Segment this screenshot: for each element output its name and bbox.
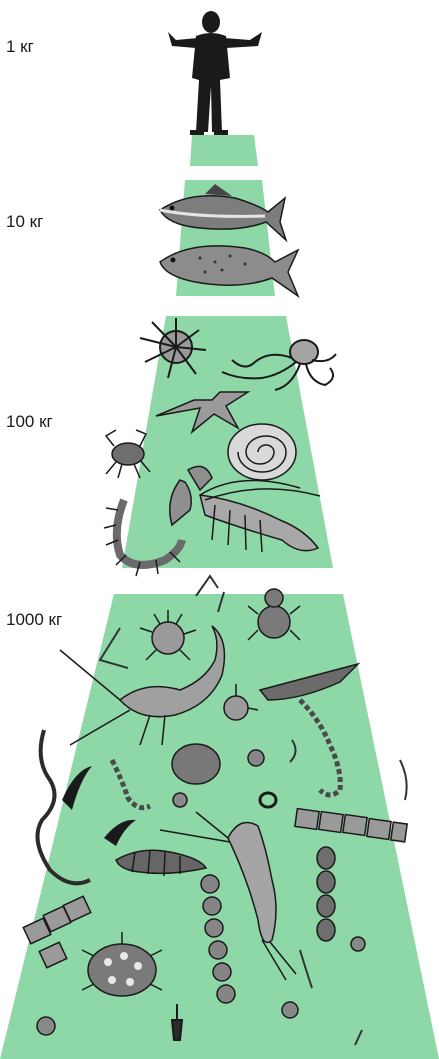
amoeba (172, 744, 220, 784)
level-label-100kg: 100 кг (6, 412, 53, 432)
level-label-1kg: 1 кг (6, 37, 34, 57)
human-figure (168, 11, 262, 135)
band-1kg (190, 135, 258, 166)
level-label-1000kg: 1000 кг (6, 610, 62, 630)
level-label-10kg: 10 кг (6, 212, 43, 232)
nautilus-shell (228, 424, 296, 480)
